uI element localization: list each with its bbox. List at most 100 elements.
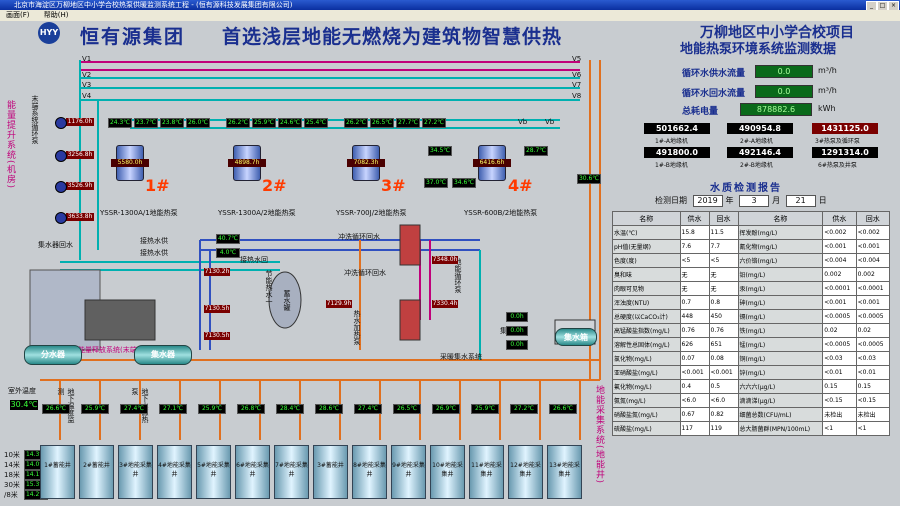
well[interactable]: 3#地能采集井: [118, 445, 153, 499]
parameter-value: <0.001: [708, 365, 739, 380]
parameter-value: <6.0: [708, 393, 739, 408]
parameter-value: 651: [708, 337, 739, 352]
well[interactable]: 5#地能采集井: [196, 445, 231, 499]
table-header-cell: 回水: [708, 211, 739, 226]
well[interactable]: 7#地能采集井: [274, 445, 309, 499]
month-field[interactable]: 3: [739, 195, 770, 207]
depth-label: 10米: [4, 451, 20, 459]
parameter-value: 7.7: [708, 239, 739, 254]
counter-label: 1#-A地缘机: [655, 138, 688, 145]
water-tank[interactable]: 集水箱: [555, 328, 597, 346]
parameter-value: <0.0001: [855, 281, 891, 296]
parameter-value: 无: [679, 281, 710, 296]
well[interactable]: 6#地能采集井: [235, 445, 270, 499]
heat-pump-3[interactable]: 7082.3h: [347, 145, 385, 181]
well[interactable]: 4#地能采集井: [157, 445, 192, 499]
counter-2a: 490954.8: [727, 123, 793, 134]
well-label: 6#地能采集井: [236, 462, 269, 478]
counter-3: 1431125.0: [812, 123, 878, 134]
temp-readout: 27.2℃: [422, 118, 446, 128]
temp-readout: 26.5℃: [370, 118, 394, 128]
date-label: 检测日期: [655, 196, 687, 205]
temp-readout: 26.2℃: [344, 118, 368, 128]
well[interactable]: 1#蓄能井: [40, 445, 75, 499]
pipe-label-vb1: Vb: [518, 118, 528, 126]
menu-item-help[interactable]: 帮助(H): [43, 11, 69, 19]
table-row: 肉眼可见物无无汞(mg/L)<0.0001<0.0001: [612, 281, 891, 296]
counter-1a: 501662.4: [644, 123, 710, 134]
well-label: 1#蓄能井: [44, 462, 71, 469]
pump-icon[interactable]: [55, 150, 67, 162]
heat-pump-2[interactable]: 4898.7h: [228, 145, 266, 181]
well-temp: 26.9℃: [432, 404, 460, 414]
pump-runtime: 7330.4h: [432, 300, 458, 308]
parameter-value: 0.76: [679, 323, 710, 338]
well[interactable]: 13#地能采集井: [547, 445, 582, 499]
distributor-tank[interactable]: 分水器: [24, 345, 82, 365]
well[interactable]: 10#地能采集井: [430, 445, 465, 499]
parameter-value: 0.15: [822, 379, 857, 394]
pump-runtime: 7130.2h: [204, 268, 230, 276]
parameter-value: 450: [708, 309, 739, 324]
temp-readout: 40.7℃: [216, 234, 240, 244]
parameter-value: 7.6: [679, 239, 710, 254]
window-titlebar: 北京市海淀区万柳地区中小学合校热泵供暖监测系统工程 - (恒有源科技发展集团有限…: [0, 0, 900, 11]
well-label: 10#地能采集井: [432, 462, 463, 478]
temp-readout: 27.7℃: [396, 118, 420, 128]
parameter-value: 448: [679, 309, 710, 324]
parameter-value: 无: [679, 267, 710, 282]
temp-readout: 34.6℃: [452, 178, 476, 188]
pump-runtime: 7130.5h: [204, 305, 230, 313]
parameter-value: <0.0005: [822, 309, 857, 324]
counter-label: 2#-B地缘机: [740, 162, 773, 169]
parameter-name: 铅(mg/L): [737, 267, 824, 282]
parameter-value: <0.001: [679, 365, 710, 380]
well-temp: 28.6℃: [315, 404, 343, 414]
heat-pump-1[interactable]: 5580.0h: [111, 145, 149, 181]
day-field[interactable]: 21: [785, 195, 816, 207]
well-label: 4#地能采集井: [158, 462, 191, 478]
well[interactable]: 8#地能采集井: [352, 445, 387, 499]
well-label: 12#地能采集井: [510, 462, 541, 478]
table-header-cell: 名称: [737, 211, 824, 226]
supply-flow-label: 循环水供水流量: [682, 69, 746, 79]
well[interactable]: 9#地能采集井: [391, 445, 426, 499]
parameter-name: 氨氮(mg/L): [612, 393, 681, 408]
well[interactable]: 3#蓄能井: [313, 445, 348, 499]
heat-pump-number: 4#: [508, 176, 533, 195]
parameter-value: 11.5: [708, 225, 739, 240]
pump-runtime: 3256.8h: [66, 151, 94, 159]
parameter-value: 15.8: [679, 225, 710, 240]
return-flow-unit: m³/h: [818, 86, 837, 95]
counter-label: 6#热泵及井泵: [818, 162, 857, 169]
year-unit: 年: [725, 196, 734, 205]
menu-item-screen[interactable]: 画面(F): [6, 11, 30, 19]
counter-1b: 491800.0: [644, 147, 710, 158]
pump-runtime: 3633.8h: [66, 213, 94, 221]
collector-tank[interactable]: 集水器: [134, 345, 192, 365]
pump-icon[interactable]: [55, 117, 67, 129]
pump-icon[interactable]: [55, 212, 67, 224]
temp-readout: 24.6℃: [278, 118, 302, 128]
window-title: 北京市海淀区万柳地区中小学合校热泵供暖监测系统工程 - (恒有源科技发展集团有限…: [14, 1, 293, 9]
parameter-name: 氯化物(mg/L): [612, 351, 681, 366]
heat-pump-runtime: 6416.6h: [473, 159, 511, 167]
well[interactable]: 11#地能采集井: [469, 445, 504, 499]
well[interactable]: 2#蓄能井: [79, 445, 114, 499]
well-temp: 27.4℃: [354, 404, 382, 414]
parameter-value: <5: [708, 253, 739, 268]
room-temp-value: 30.4℃: [10, 400, 38, 410]
well-temp: 28.4℃: [276, 404, 304, 414]
year-field[interactable]: 2019: [692, 195, 723, 207]
well[interactable]: 12#地能采集井: [508, 445, 543, 499]
pump-icon[interactable]: [55, 181, 67, 193]
heat-pump-4[interactable]: 6416.6h: [473, 145, 511, 181]
parameter-value: 0.7: [679, 295, 710, 310]
parameter-name: 砷(mg/L): [737, 295, 824, 310]
temp-readout: 24.3℃: [108, 118, 132, 128]
parameter-value: 0.08: [708, 351, 739, 366]
